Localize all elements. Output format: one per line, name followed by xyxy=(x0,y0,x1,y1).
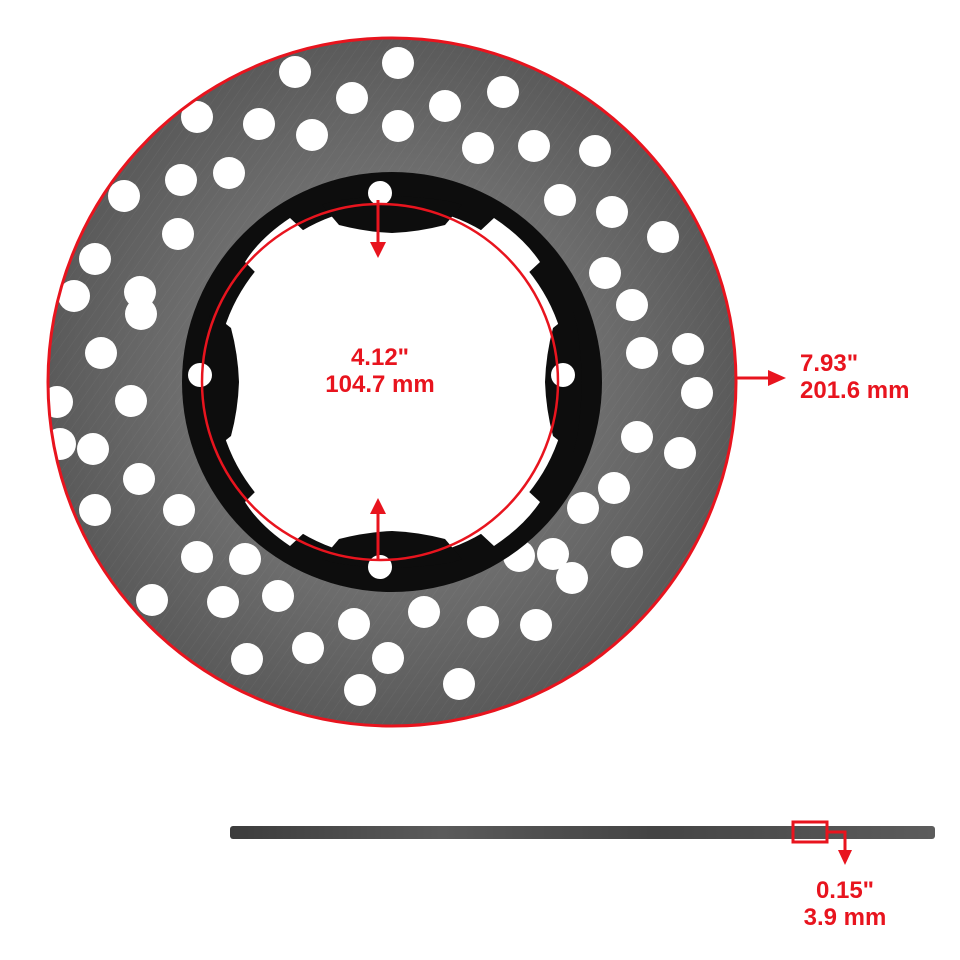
thickness-label: 0.15" 3.9 mm xyxy=(775,877,915,931)
drill-hole xyxy=(344,674,376,706)
drill-hole xyxy=(443,668,475,700)
drill-hole xyxy=(672,333,704,365)
drill-hole xyxy=(115,385,147,417)
drill-hole xyxy=(229,543,261,575)
drill-hole xyxy=(231,643,263,675)
outer-diameter-guide xyxy=(46,36,738,728)
drill-hole xyxy=(41,386,73,418)
outer-diameter-mm: 201.6 mm xyxy=(800,377,910,404)
drill-hole xyxy=(382,110,414,142)
drill-hole xyxy=(79,243,111,275)
drill-hole xyxy=(598,472,630,504)
drill-hole xyxy=(429,90,461,122)
drill-hole xyxy=(123,463,155,495)
drill-hole xyxy=(279,56,311,88)
thickness-mm: 3.9 mm xyxy=(803,904,887,931)
inner-top-arrow-icon xyxy=(370,200,386,258)
drill-hole xyxy=(616,289,648,321)
drill-holes xyxy=(41,47,713,706)
drill-hole xyxy=(544,184,576,216)
outer-diameter-arrow-icon xyxy=(736,370,786,386)
drill-hole xyxy=(85,337,117,369)
inner-diameter-guide xyxy=(200,202,560,562)
inner-diameter-inches: 4.12" xyxy=(350,344,410,371)
drill-hole xyxy=(579,135,611,167)
drill-hole xyxy=(207,586,239,618)
drill-hole xyxy=(487,76,519,108)
outer-diameter-inches: 7.93" xyxy=(800,350,859,377)
drill-hole xyxy=(292,632,324,664)
drill-hole xyxy=(243,108,275,140)
drill-hole xyxy=(181,101,213,133)
drill-hole xyxy=(79,494,111,526)
drill-hole xyxy=(262,580,294,612)
drill-hole xyxy=(108,180,140,212)
drill-hole xyxy=(296,119,328,151)
drill-hole xyxy=(681,377,713,409)
drill-hole xyxy=(467,606,499,638)
drill-hole xyxy=(382,47,414,79)
drill-hole xyxy=(44,428,76,460)
drill-hole xyxy=(163,494,195,526)
outer-diameter-label: 7.93" 201.6 mm xyxy=(800,350,909,404)
hub-carrier xyxy=(182,172,602,592)
drill-hole xyxy=(372,642,404,674)
drill-hole xyxy=(338,608,370,640)
drill-hole xyxy=(596,196,628,228)
drill-hole xyxy=(336,82,368,114)
drill-hole xyxy=(626,337,658,369)
drill-hole xyxy=(58,280,90,312)
drill-hole xyxy=(537,538,569,570)
side-profile xyxy=(230,820,935,865)
inner-diameter-label: 4.12" 104.7 mm xyxy=(300,344,460,398)
drill-hole xyxy=(408,596,440,628)
drill-hole xyxy=(165,164,197,196)
drill-hole xyxy=(589,257,621,289)
drill-hole xyxy=(647,221,679,253)
drill-hole xyxy=(125,298,157,330)
inner-bottom-arrow-icon xyxy=(370,498,386,560)
drill-hole xyxy=(611,536,643,568)
inner-diameter-mm: 104.7 mm xyxy=(325,371,435,398)
thickness-inches: 0.15" xyxy=(815,877,875,904)
drill-hole xyxy=(181,541,213,573)
drill-hole xyxy=(213,157,245,189)
drill-hole xyxy=(567,492,599,524)
drill-hole xyxy=(462,132,494,164)
drill-hole xyxy=(520,609,552,641)
drill-hole xyxy=(621,421,653,453)
drill-hole xyxy=(77,433,109,465)
drill-hole xyxy=(556,562,588,594)
drill-hole xyxy=(136,584,168,616)
thickness-arrow-icon xyxy=(838,850,852,865)
drill-hole xyxy=(162,218,194,250)
drill-hole xyxy=(664,437,696,469)
drill-hole xyxy=(518,130,550,162)
